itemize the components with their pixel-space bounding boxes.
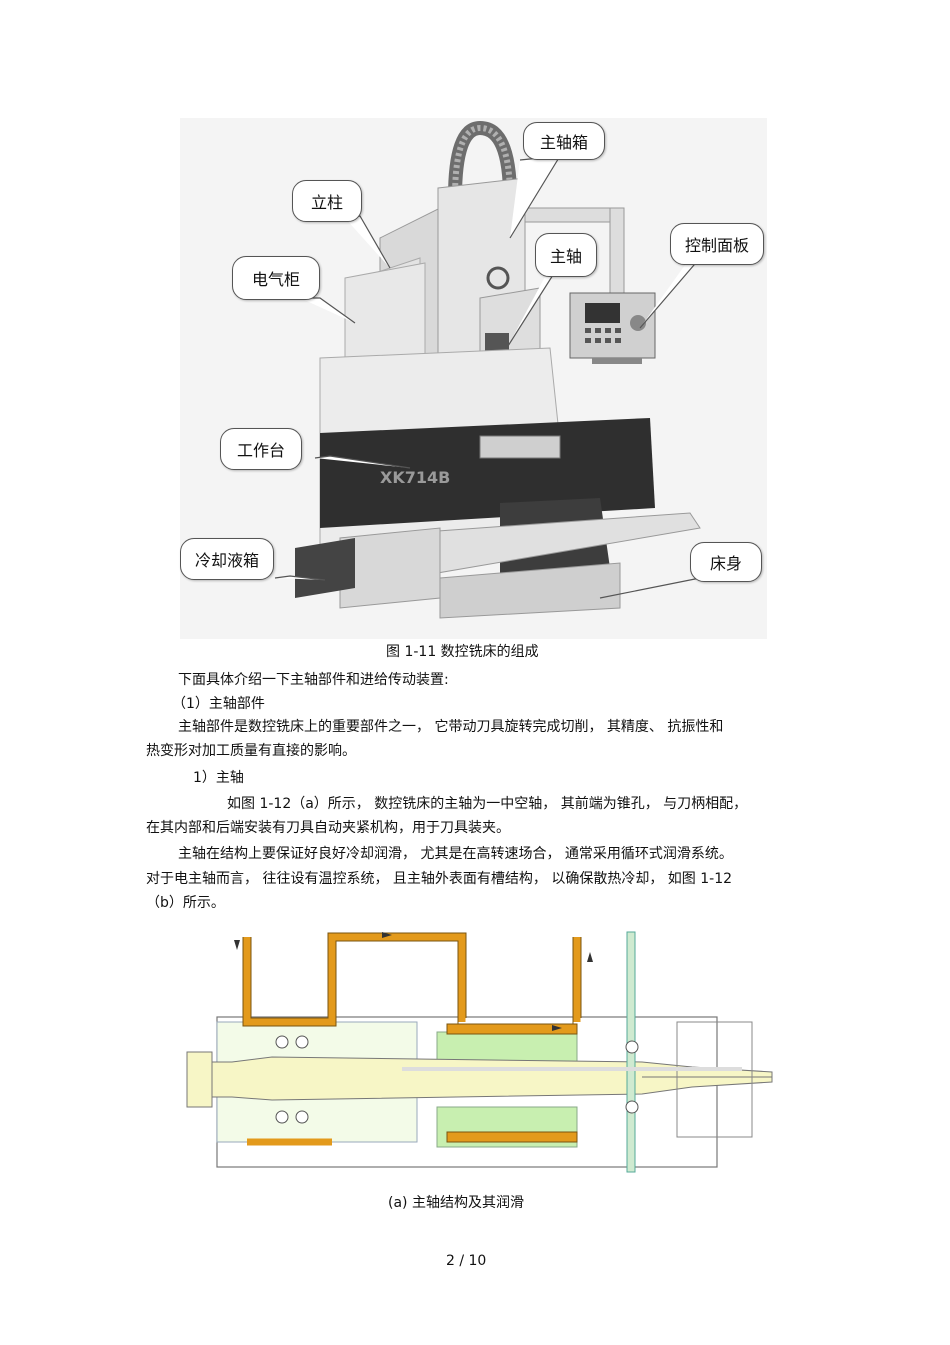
paragraph-spindle-parts-line2: 热变形对加工质量有直接的影响。 [146,743,356,759]
callout-spindle-box: 主轴箱 [523,122,605,160]
spindle-structure-figure [172,922,774,1182]
callout-bed: 床身 [690,542,762,582]
spindle-cross-section-diagram [186,931,773,1173]
section-heading-spindle-parts: （1）主轴部件 [172,696,265,712]
machine-model-text: XK714B [380,468,450,487]
paragraph-spindle-parts-line1: 主轴部件是数控铣床上的重要部件之一， 它带动刀具旋转完成切削， 其精度、 抗振性… [178,719,724,735]
callout-spindle: 主轴 [535,233,597,277]
callout-column: 立柱 [292,180,362,222]
callout-control-panel: 控制面板 [670,223,764,265]
paragraph-spindle-line2: 在其内部和后端安装有刀具自动夹紧机构，用于刀具装夹。 [146,820,510,836]
cnc-milling-machine-figure: XK714B 主轴箱 立柱 电气柜 主轴 控制面板 工作台 冷却液箱 床身 [180,118,767,639]
figure1-caption: 图 1-11 数控铣床的组成 [386,644,539,660]
cnc-machine-illustration: XK714B [180,118,767,639]
page-number: 2 / 10 [446,1253,487,1269]
figure2-caption: (a) 主轴结构及其润滑 [388,1195,524,1211]
callout-electric-cabinet: 电气柜 [232,256,320,300]
subsection-heading-spindle: 1）主轴 [193,770,244,786]
paragraph-cooling-line3: （b）所示。 [146,895,225,911]
paragraph-cooling-line1: 主轴在结构上要保证好良好冷却润滑， 尤其是在高转速场合， 通常采用循环式润滑系统… [178,846,733,862]
callout-worktable: 工作台 [220,428,302,470]
paragraph-spindle-line1: 如图 1-12（a）所示， 数控铣床的主轴为一中空轴， 其前端为锥孔， 与刀柄相… [227,796,748,812]
paragraph-cooling-line2: 对于电主轴而言， 往往设有温控系统， 且主轴外表面有槽结构， 以确保散热冷却， … [146,871,733,887]
intro-paragraph: 下面具体介绍一下主轴部件和进给传动装置: [178,672,449,688]
callout-coolant-tank: 冷却液箱 [180,538,274,580]
